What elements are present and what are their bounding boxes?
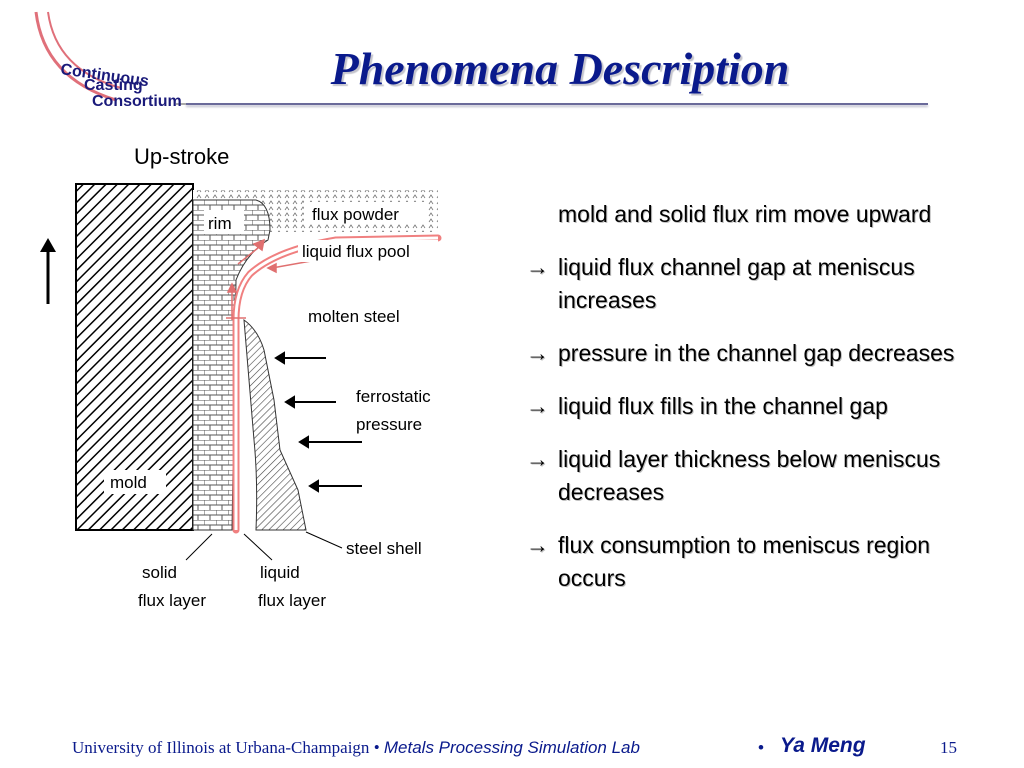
footer-author: Ya Meng	[780, 734, 866, 757]
bullet-text: flux consumption to meniscus region occu…	[558, 532, 931, 591]
diagram-heading: Up-stroke	[134, 144, 229, 169]
bullet-text: pressure in the channel gap decreases	[558, 340, 955, 366]
label-rim: rim	[208, 214, 232, 233]
footer-separator: •	[758, 738, 764, 757]
right-arrow-icon: →	[526, 393, 549, 419]
page-number: 15	[940, 738, 957, 757]
label-molten-steel: molten steel	[308, 307, 400, 326]
label-liquid-flux-pool: liquid flux pool	[302, 242, 410, 261]
steel-shell	[243, 318, 307, 531]
consortium-logo: Continuous Casting Consortium	[34, 11, 216, 110]
right-arrow-icon: →	[526, 340, 549, 366]
footer: University of Illinois at Urbana-Champai…	[72, 734, 972, 758]
bullet-text: mold and solid flux rim move upward	[558, 201, 932, 227]
right-arrow-icon: →	[526, 446, 549, 472]
footer-lab: Metals Processing Simulation Lab	[383, 738, 640, 757]
page-title: Phenomena Description	[330, 43, 790, 94]
right-arrow-icon: →	[526, 254, 549, 280]
solid-flux-layer	[192, 199, 271, 531]
bullet-item: → liquid flux fills in the channel gap	[526, 390, 986, 423]
right-arrow-icon: →	[526, 532, 549, 558]
label-liquid-flux-layer: flux layer	[258, 591, 326, 610]
bullet-item: → flux consumption to meniscus region occ…	[526, 529, 986, 595]
up-arrow-icon	[40, 238, 56, 304]
bullet-text: liquid flux fills in the channel gap	[558, 393, 888, 419]
label-flux-powder: flux powder	[312, 205, 399, 224]
up-stroke-diagram: Up-stroke rim flux powder liquid flux po…	[40, 144, 442, 610]
label-solid: solid	[142, 563, 177, 582]
bullet-text: liquid flux channel gap at meniscus incr…	[558, 254, 915, 313]
bullet-item: → pressure in the channel gap decreases	[526, 337, 986, 370]
label-ferrostatic: ferrostatic	[356, 387, 431, 406]
label-pressure: pressure	[356, 415, 422, 434]
title-underline	[186, 103, 928, 105]
flow-arrows	[226, 238, 329, 320]
bullet-item: → liquid flux channel gap at meniscus inc…	[526, 251, 986, 317]
logo-text-casting: Casting	[84, 77, 143, 94]
label-liquid: liquid	[260, 563, 300, 582]
logo-text-consortium: Consortium	[92, 93, 182, 110]
footer-university: University of Illinois at Urbana-Champai…	[72, 738, 370, 757]
bullet-text: liquid layer thickness below meniscus de…	[558, 446, 941, 505]
bullet-item: mold and solid flux rim move upward	[526, 198, 986, 231]
label-solid-flux-layer: flux layer	[138, 591, 206, 610]
footer-separator: •	[369, 738, 384, 757]
label-steel-shell: steel shell	[346, 539, 422, 558]
pressure-arrows	[274, 351, 362, 493]
label-mold: mold	[110, 473, 147, 492]
bullet-list: mold and solid flux rim move upward → liq…	[526, 198, 986, 615]
bullet-item: → liquid layer thickness below meniscus d…	[526, 443, 986, 509]
